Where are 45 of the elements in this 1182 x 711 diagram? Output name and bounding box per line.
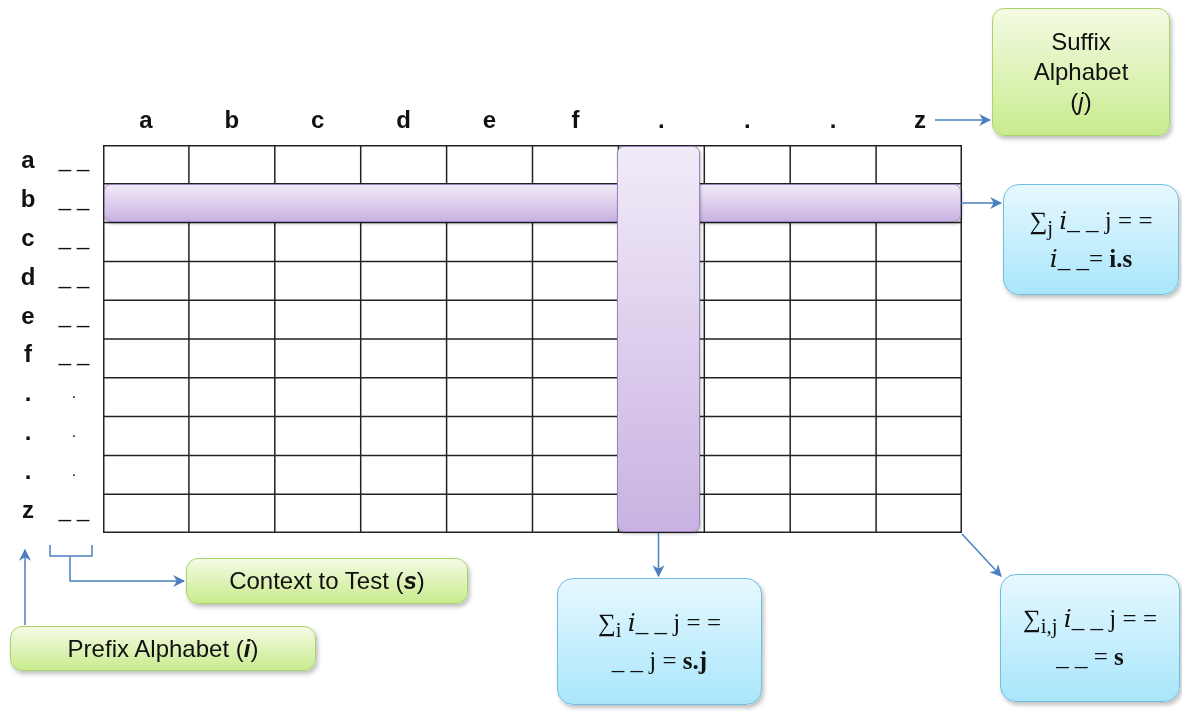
context-mark: _ _	[57, 340, 91, 369]
row-header: d	[19, 261, 37, 292]
column-highlight-bar	[617, 146, 700, 532]
arrow	[69, 555, 186, 587]
context-label-box: Context to Test (s)	[186, 558, 468, 604]
arrow	[19, 548, 31, 626]
column-header: .	[742, 105, 752, 135]
arrow	[934, 114, 992, 126]
row-header: c	[20, 223, 36, 253]
column-header: e	[481, 105, 498, 135]
context-mark: _ _	[57, 224, 91, 252]
formula-box: ∑$_{j}$ 𝑖_ _ j = = 𝑖_ _= i.s	[1003, 184, 1179, 295]
column-header: .	[657, 105, 666, 135]
table-grid	[103, 145, 962, 533]
row-header: .	[23, 455, 33, 486]
row-header: z	[21, 494, 35, 525]
column-header: z	[905, 105, 935, 135]
context-mark: _ _	[57, 185, 91, 214]
context-mark: .	[70, 422, 78, 442]
row-header: b	[19, 184, 37, 215]
formula-box: ∑$_{i}$ 𝑖_ _ j = = _ _ j = s.j	[557, 578, 762, 705]
formula-box: ∑$_{i,j}$ 𝑖_ _ j = = _ _ = s	[1000, 574, 1180, 702]
arrow	[652, 532, 665, 578]
column-header: b	[223, 105, 241, 135]
column-header: .	[828, 105, 838, 135]
row-header: a	[20, 145, 36, 176]
suffix-label-box: Suffix Alphabet (j)	[992, 8, 1170, 136]
arrow	[960, 197, 1003, 209]
prefix-label-box: Prefix Alphabet (i)	[10, 626, 316, 671]
column-header: a	[138, 105, 154, 135]
row-highlight-bar	[104, 184, 961, 222]
row-header: .	[23, 417, 33, 447]
context-mark: .	[70, 460, 78, 481]
context-mark: _ _	[57, 495, 91, 524]
context-mark: .	[70, 383, 78, 404]
row-header: e	[20, 300, 36, 331]
column-header: c	[310, 105, 326, 135]
column-header: d	[395, 105, 412, 135]
arrow	[961, 533, 1002, 577]
column-header: f	[570, 105, 581, 135]
context-mark: _ _	[57, 301, 91, 330]
row-header: f	[23, 339, 33, 370]
row-header: .	[23, 378, 33, 409]
context-mark: _ _	[57, 146, 91, 175]
context-mark: _ _	[57, 262, 91, 291]
